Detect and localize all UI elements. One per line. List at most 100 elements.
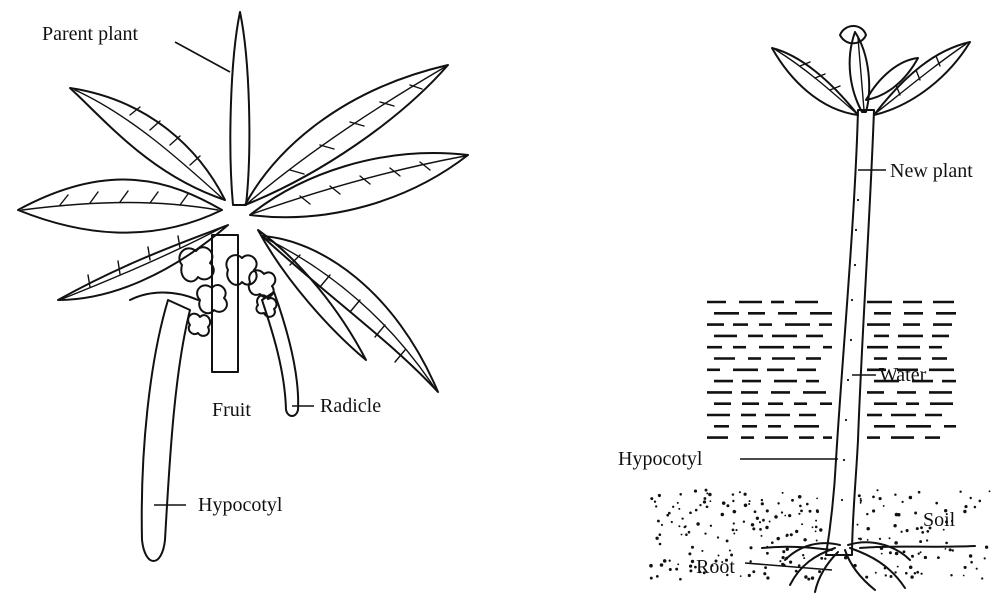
soil-dot [786,548,789,551]
soil-dot [661,524,663,526]
soil-dot [650,577,653,580]
soil-dot [809,510,812,513]
soil-dot [858,494,861,497]
label-new-plant: New plant [890,160,973,182]
new-plant-stem [826,110,874,555]
soil-dot [774,515,778,519]
soil-dot [859,538,862,541]
soil-dot [744,504,748,508]
soil-dot [815,530,817,532]
soil-dot [881,553,883,555]
soil-dot [916,571,919,574]
soil-dot [979,500,982,503]
soil-dot [752,527,755,530]
soil-dot [897,566,899,568]
leader-root [745,563,832,570]
soil-dot [675,568,677,570]
soil-dot [689,569,692,572]
soil-dot [710,525,712,527]
soil-dot [801,523,803,525]
soil-dot [935,502,938,505]
new-plant-leaf-veins [776,38,966,113]
soil-dot [803,538,806,541]
soil-dot [654,501,656,503]
soil-dot [909,496,913,500]
soil-dot [981,577,983,579]
soil-dot [989,490,991,492]
soil-dot [784,515,786,517]
soil-dot [950,574,952,576]
soil-dot [695,509,698,512]
soil-dot [964,566,967,569]
soil-dot [721,513,725,517]
soil-dot [689,564,692,567]
label-water: Water [879,364,927,386]
soil-dot [763,572,766,575]
soil-dot [748,503,750,505]
soil-dot [786,534,789,537]
soil-dot [756,517,759,520]
soil-dot [765,526,768,529]
soil-dot [798,564,801,567]
soil-dot [798,513,800,515]
parent-plant-spike [230,12,249,205]
soil-dot [691,560,694,563]
soil-dot [684,526,686,528]
soil-dot [726,539,729,542]
soil-dot [782,492,784,494]
soil-dot [876,489,878,491]
soil-dot [671,521,673,523]
soil-dot [703,497,706,500]
soil-dot [816,510,819,513]
soil-dot [655,505,657,507]
label-parent-plant: Parent plant [42,23,139,45]
soil-dot [688,552,691,555]
label-hypocotyl-left: Hypocotyl [198,494,283,516]
soil-dot [677,563,679,565]
soil-dot [795,530,798,533]
soil-dot [879,538,881,540]
soil-dot [729,549,731,551]
soil-dot [790,533,793,536]
soil-dot [779,560,781,562]
soil-dot [894,541,898,545]
soil-dot [872,496,875,499]
soil-dot [699,504,701,506]
soil-dot [791,499,794,502]
soil-dot [926,539,928,541]
soil-dot [759,521,761,523]
soil-dot [704,532,706,534]
soil-dot [740,575,742,577]
soil-dot [937,556,940,559]
soil-dot [766,509,769,512]
soil-dot [885,574,887,576]
soil-dot [748,574,751,577]
soil-dot [649,564,653,568]
soil-dot [732,493,734,495]
soil-dot [701,550,703,552]
soil-dot [659,543,662,546]
soil-dot [921,531,924,534]
soil-dot [659,533,662,536]
soil-dot [974,506,977,509]
soil-dot [901,501,903,503]
soil-dot [860,502,862,504]
soil-dot [789,561,792,564]
soil-dot [976,568,978,570]
soil-dot [918,491,921,494]
soil-dot [914,512,917,515]
soil-dot [894,493,896,495]
soil-dot [824,557,826,559]
soil-dot [752,570,755,573]
soil-dot [688,531,691,534]
soil-dot [694,490,697,493]
soil-dot [706,492,708,494]
soil-dot [734,511,736,513]
soil-dot [703,500,706,503]
soil-dot [709,500,711,502]
soil-dot [739,491,741,493]
label-root: Root [696,556,735,578]
soil-dot [726,504,729,507]
soil-dot [754,510,757,513]
